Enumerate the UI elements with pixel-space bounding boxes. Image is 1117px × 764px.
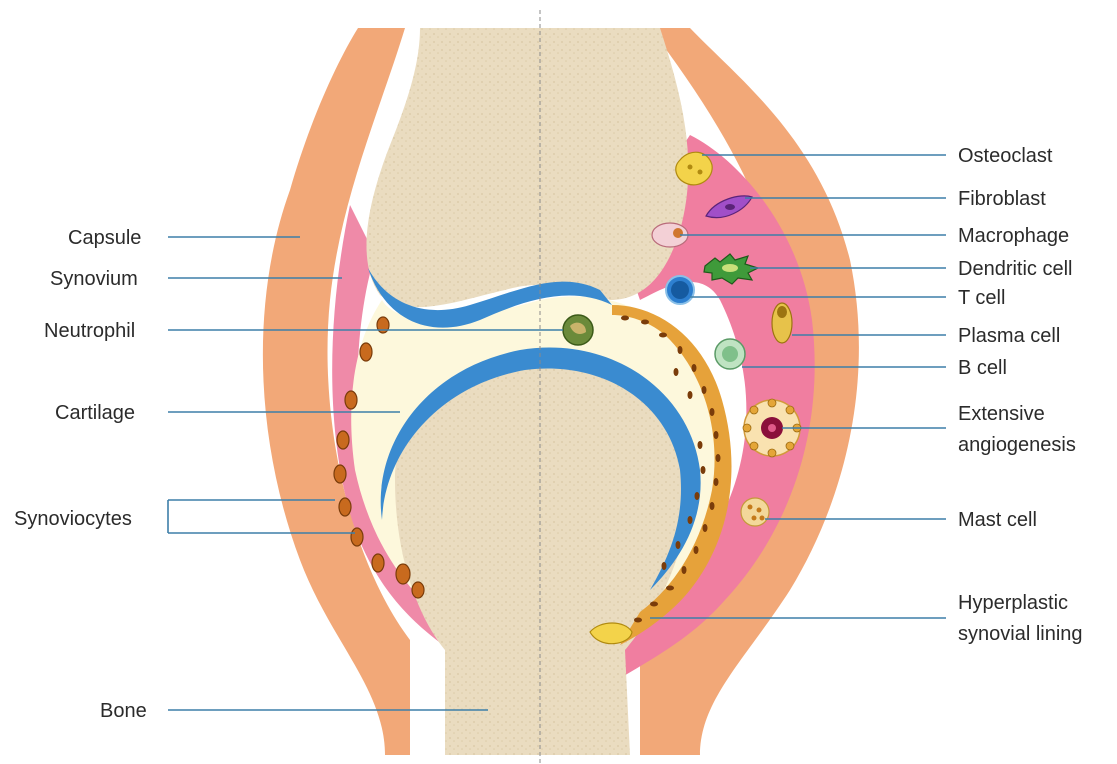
mast-cell bbox=[741, 498, 769, 526]
bone-label: Bone bbox=[100, 700, 147, 722]
synovium-label: Synovium bbox=[50, 268, 138, 290]
neutrophil-label: Neutrophil bbox=[44, 320, 135, 342]
neutrophil-cell bbox=[563, 315, 593, 345]
dendritic-cell-label: Dendritic cell bbox=[958, 258, 1072, 280]
hyperplastic-label-line1: Hyperplastic bbox=[958, 592, 1068, 614]
angiogenesis-label-line2: angiogenesis bbox=[958, 434, 1076, 456]
angiogenesis-label-line1: Extensive bbox=[958, 403, 1045, 425]
macrophage-label: Macrophage bbox=[958, 225, 1069, 247]
fibroblast-label: Fibroblast bbox=[958, 188, 1046, 210]
hyperplastic-label-line2: synovial lining bbox=[958, 623, 1083, 645]
plasma-cell-label: Plasma cell bbox=[958, 325, 1060, 347]
t-cell-label: T cell bbox=[958, 287, 1005, 309]
upper-bone bbox=[366, 28, 688, 307]
osteoclast-label: Osteoclast bbox=[958, 145, 1053, 167]
t-cell bbox=[666, 276, 694, 304]
synoviocytes-label: Synoviocytes bbox=[14, 508, 132, 530]
b-cell bbox=[715, 339, 745, 369]
capsule-label: Capsule bbox=[68, 227, 141, 249]
plasma-cell bbox=[772, 303, 792, 343]
mast-cell-label: Mast cell bbox=[958, 509, 1037, 531]
cartilage-label: Cartilage bbox=[55, 402, 135, 424]
b-cell-label: B cell bbox=[958, 357, 1007, 379]
